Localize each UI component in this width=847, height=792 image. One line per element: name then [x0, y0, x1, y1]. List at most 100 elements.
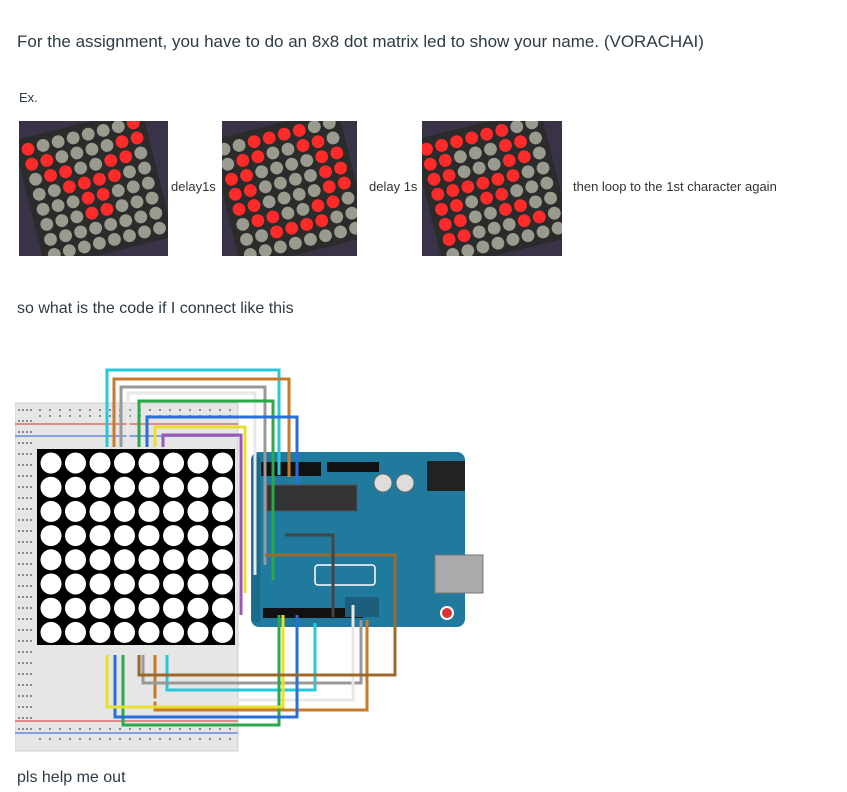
breadboard-hole [26, 453, 28, 455]
led-dot [141, 176, 155, 190]
led-dot [222, 142, 231, 156]
led-dot [315, 214, 329, 228]
breadboard-hole [22, 508, 24, 510]
led-dot [119, 150, 133, 164]
led-dot [89, 221, 103, 235]
led-dot [66, 131, 80, 145]
led-dot [74, 225, 88, 239]
led-dot [270, 161, 284, 175]
led-dot [322, 121, 336, 130]
matrix-led [114, 452, 135, 474]
led-dot [266, 210, 280, 224]
breadboard-hole [22, 585, 24, 587]
led-dot [495, 187, 509, 201]
led-dot [517, 214, 531, 228]
breadboard-hole [149, 728, 151, 730]
breadboard-hole [189, 409, 191, 411]
led-dot [453, 214, 467, 228]
matrix-led [138, 476, 160, 498]
matrix-led [163, 452, 184, 474]
matrix-led [40, 452, 62, 474]
breadboard-hole [18, 464, 20, 466]
breadboard-hole [109, 409, 111, 411]
breadboard-hole [69, 415, 71, 417]
matrix-led [138, 597, 160, 619]
breadboard-hole [22, 662, 24, 664]
led-dot [77, 240, 91, 254]
breadboard-hole [18, 629, 20, 631]
breadboard-hole [26, 486, 28, 488]
breadboard-hole [30, 607, 32, 609]
delay-label-1: delay1s [171, 179, 216, 194]
led-dot [334, 161, 347, 175]
breadboard-hole [79, 728, 81, 730]
breadboard-hole [79, 409, 81, 411]
breadboard-hole [26, 684, 28, 686]
breadboard-hole [30, 409, 32, 411]
breadboard-hole [30, 640, 32, 642]
led-dot [36, 202, 50, 216]
breadboard-hole [30, 673, 32, 675]
breadboard-hole [18, 717, 20, 719]
breadboard-hole [26, 519, 28, 521]
breadboard-hole [59, 728, 61, 730]
led-dot [480, 127, 494, 141]
breadboard-hole [179, 409, 181, 411]
led-dot [536, 225, 550, 239]
matrix-led [187, 452, 209, 474]
led-dot [292, 124, 306, 137]
led-dot [487, 221, 501, 235]
led-dot [96, 124, 110, 137]
breadboard-hole [30, 695, 32, 697]
breadboard-hole [89, 728, 91, 730]
led-dot [104, 218, 118, 231]
breadboard-hole [22, 464, 24, 466]
matrix-led [212, 573, 233, 595]
breadboard-hole [30, 596, 32, 598]
led-dot [311, 135, 325, 149]
led-dot [228, 187, 242, 201]
breadboard-hole [26, 695, 28, 697]
breadboard-hole [18, 453, 20, 455]
matrix-led [65, 525, 86, 547]
matrix-led [40, 500, 62, 522]
led-dot [442, 233, 456, 246]
led-dot [514, 135, 527, 149]
breadboard-hole [30, 530, 32, 532]
led-dot [423, 157, 437, 171]
breadboard-hole [26, 662, 28, 664]
matrix-led [212, 500, 233, 522]
breadboard-hole [18, 519, 20, 521]
led-dot [258, 180, 272, 194]
led-dot [266, 146, 280, 160]
breadboard-hole [18, 585, 20, 587]
led-dot [315, 150, 329, 164]
breadboard-hole [26, 673, 28, 675]
breadboard-hole [39, 738, 41, 740]
breadboard-hole [30, 585, 32, 587]
breadboard-hole [39, 415, 41, 417]
led-dot [529, 131, 542, 145]
led-dot [236, 154, 250, 167]
matrix-led [212, 597, 233, 619]
led-dot [25, 157, 39, 171]
matrix-led [212, 525, 233, 547]
breadboard-hole [109, 728, 111, 730]
led-dot [304, 233, 317, 246]
matrix-led [138, 500, 160, 522]
led-dot [506, 169, 520, 182]
led-dot [427, 172, 441, 186]
led-dot [36, 139, 50, 152]
led-dot [115, 199, 129, 213]
breadboard-hole [18, 662, 20, 664]
breadboard-hole [26, 541, 28, 543]
matrix-led [138, 525, 160, 547]
led-dot [502, 154, 516, 167]
led-dot [277, 191, 291, 205]
led-dot [311, 199, 325, 213]
matrix-led [89, 500, 111, 522]
led-dot [457, 229, 471, 243]
breadboard-hole [22, 420, 24, 422]
breadboard-hole [18, 442, 20, 444]
led-dot [326, 131, 340, 145]
